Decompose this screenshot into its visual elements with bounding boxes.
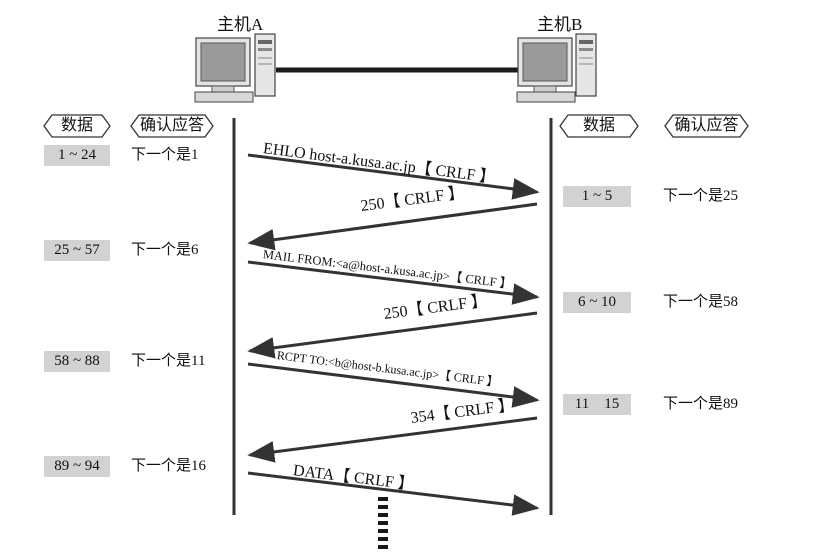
header-tag-a-data: [43, 114, 111, 138]
a-data-cell: 58 ~ 88: [44, 351, 110, 372]
arrow-250-1: [247, 202, 538, 251]
b-ack-cell: 下一个是89: [663, 396, 739, 412]
arrow-250-2: [247, 311, 538, 359]
header-tag-a-ack: [130, 114, 214, 138]
arrow-ehlo: [247, 153, 540, 200]
header-a-data: 数据: [60, 117, 93, 134]
header-b-data: 数据: [582, 117, 615, 134]
computer-a-icon: [194, 33, 276, 103]
b-data-cell: 1 ~ 5: [563, 186, 631, 207]
continuation-dashes: [378, 497, 388, 549]
host-a-label: 主机A: [217, 15, 264, 34]
computer-b-icon: [516, 33, 597, 103]
a-ack-cell: 下一个是16: [131, 458, 207, 474]
header-b-ack: 确认应答: [674, 117, 739, 134]
a-ack-cell: 下一个是1: [131, 147, 199, 163]
header-a-ack: 确认应答: [139, 117, 204, 134]
arrow-rcpt-to: [247, 362, 540, 408]
arrow-mail-from: [247, 260, 540, 305]
a-data-cell: 1 ~ 24: [44, 145, 110, 166]
host-b-label: 主机B: [537, 15, 583, 34]
b-data-cell: 6 ~ 10: [563, 292, 631, 313]
arrow-354: [247, 416, 538, 463]
a-data-cell: 25 ~ 57: [44, 240, 110, 261]
a-data-cell: 89 ~ 94: [44, 456, 110, 477]
header-tag-b-ack: [664, 114, 749, 138]
arrow-data: [247, 471, 540, 516]
b-ack-cell: 下一个是58: [663, 294, 739, 310]
a-ack-cell: 下一个是6: [131, 242, 199, 258]
b-data-cell: 11 15: [563, 394, 631, 415]
b-ack-cell: 下一个是25: [663, 188, 739, 204]
header-tag-b-data: [559, 114, 639, 138]
a-ack-cell: 下一个是11: [131, 353, 206, 369]
